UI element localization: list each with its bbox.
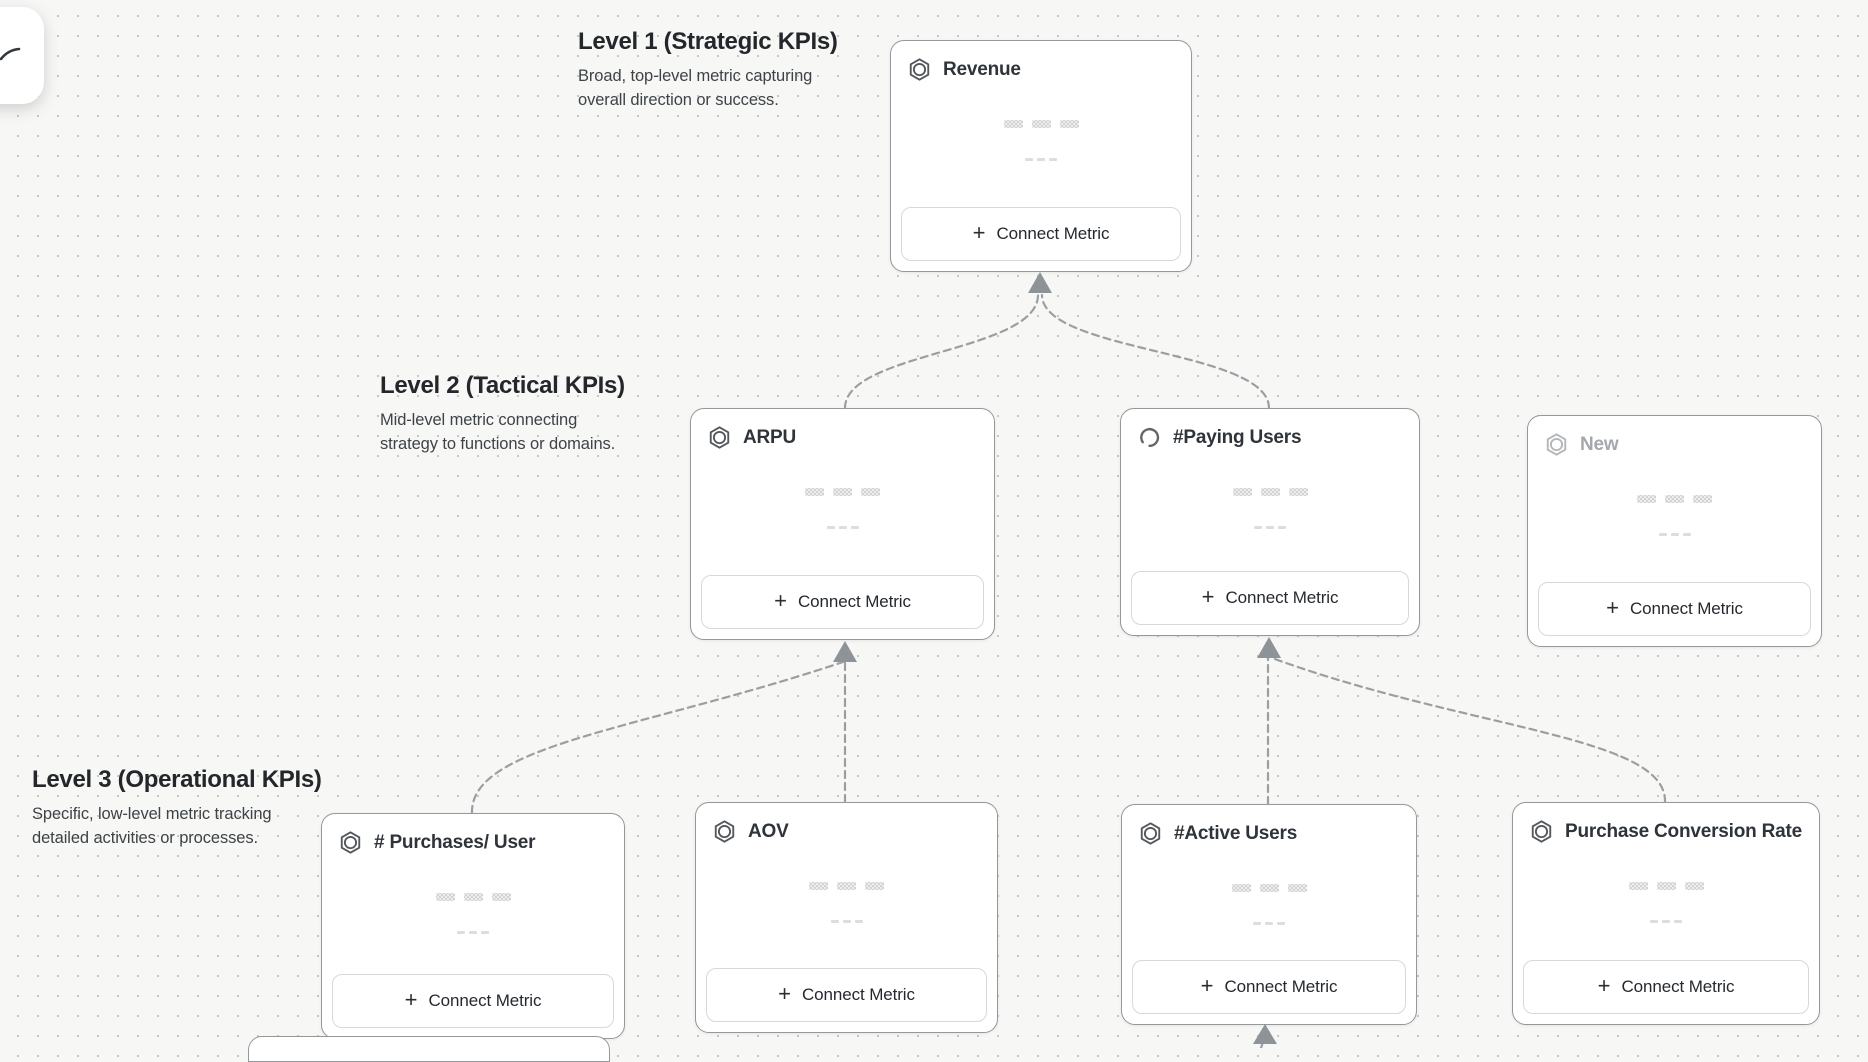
hexagon-badge-icon <box>1529 819 1554 844</box>
connect-metric-button[interactable]: + Connect Metric <box>1523 960 1809 1014</box>
kpi-card-title: #Active Users <box>1174 822 1298 844</box>
plus-icon: + <box>1597 973 1611 998</box>
connect-metric-button[interactable]: + Connect Metric <box>1132 960 1406 1014</box>
floating-toolbar-button[interactable] <box>0 7 44 104</box>
arrow-into-revenue <box>1028 272 1052 293</box>
hexagon-badge-icon <box>1544 432 1569 457</box>
level-title: Level 1 (Strategic KPIs) <box>578 28 838 55</box>
connect-metric-label: Connect Metric <box>428 991 542 1010</box>
level-3-label: Level 3 (Operational KPIs) Specific, low… <box>32 766 322 851</box>
connect-metric-button[interactable]: + Connect Metric <box>901 207 1181 261</box>
hexagon-badge-icon <box>712 819 737 844</box>
level-description: Specific, low-level metric tracking deta… <box>32 805 272 847</box>
connect-metric-label: Connect Metric <box>1629 599 1743 618</box>
hexagon-badge-icon <box>338 830 363 855</box>
metric-placeholder <box>691 488 994 529</box>
connector-pcr-to-paying <box>1270 656 1667 804</box>
kpi-card-title: Purchase Conversion Rate <box>1565 820 1803 842</box>
level-title: Level 2 (Tactical KPIs) <box>380 372 625 399</box>
plus-icon: + <box>1201 584 1215 609</box>
connect-metric-button[interactable]: + Connect Metric <box>332 974 614 1028</box>
level-2-label: Level 2 (Tactical KPIs) Mid-level metric… <box>380 372 625 457</box>
spinner-icon <box>1137 425 1162 450</box>
metric-placeholder <box>1121 488 1419 529</box>
kpi-card-aov[interactable]: AOV + Connect Metric <box>695 802 998 1033</box>
plus-icon: + <box>972 220 986 245</box>
metric-placeholder <box>696 882 997 923</box>
plus-icon: + <box>404 987 418 1012</box>
kpi-card-arpu[interactable]: ARPU + Connect Metric <box>690 408 995 640</box>
level-1-label: Level 1 (Strategic KPIs) Broad, top-leve… <box>578 28 838 113</box>
connect-metric-button[interactable]: + Connect Metric <box>1131 571 1409 625</box>
kpi-card-revenue[interactable]: Revenue + Connect Metric <box>890 40 1192 272</box>
connect-metric-label: Connect Metric <box>1225 588 1339 607</box>
kpi-card-offscreen[interactable] <box>248 1036 610 1062</box>
kpi-card-title: AOV <box>748 820 789 842</box>
level-description: Mid-level metric connecting strategy to … <box>380 411 616 453</box>
kpi-card-purchase-conversion-rate[interactable]: Purchase Conversion Rate + Connect Metri… <box>1512 802 1820 1025</box>
plus-icon: + <box>1200 973 1214 998</box>
arrow-into-active <box>1253 1024 1277 1044</box>
metric-placeholder <box>1513 882 1819 923</box>
kpi-card-paying-users[interactable]: #Paying Users + Connect Metric <box>1120 408 1420 636</box>
level-title: Level 3 (Operational KPIs) <box>32 766 322 793</box>
connector-offscreen-to-active <box>1259 1040 1265 1048</box>
connect-metric-label: Connect Metric <box>1224 977 1338 996</box>
arrow-into-paying <box>1257 637 1281 658</box>
kpi-card-title: Revenue <box>943 58 1021 80</box>
connector-arpu-to-revenue <box>843 293 1040 410</box>
cursor-stroke-icon <box>0 47 21 61</box>
metric-placeholder <box>1122 884 1416 925</box>
plus-icon: + <box>1606 595 1619 620</box>
plus-icon: + <box>778 981 791 1006</box>
connect-metric-label: Connect Metric <box>797 592 911 611</box>
kpi-card-title: #Paying Users <box>1173 426 1302 448</box>
level-description: Broad, top-level metric capturing overal… <box>578 67 813 109</box>
hexagon-badge-icon <box>1138 821 1163 846</box>
connect-metric-button[interactable]: + Connect Metric <box>1538 582 1811 636</box>
kpi-card-active-users[interactable]: #Active Users + Connect Metric <box>1121 804 1417 1025</box>
kpi-card-title: New <box>1580 433 1619 455</box>
connect-metric-button[interactable]: + Connect Metric <box>706 968 987 1022</box>
connect-metric-label: Connect Metric <box>1621 977 1735 996</box>
connect-metric-button[interactable]: + Connect Metric <box>701 575 984 629</box>
connect-metric-label: Connect Metric <box>996 224 1110 243</box>
hexagon-badge-icon <box>907 57 932 82</box>
connector-paying-to-revenue <box>1040 293 1271 410</box>
connector-purchases-to-arpu <box>470 660 845 815</box>
plus-icon: + <box>774 588 787 613</box>
kpi-card-title: # Purchases/ User <box>374 831 536 853</box>
metric-placeholder <box>891 120 1191 161</box>
metric-placeholder <box>322 893 624 934</box>
metric-placeholder <box>1528 495 1821 536</box>
kpi-card-purchases-per-user[interactable]: # Purchases/ User + Connect Metric <box>321 813 625 1039</box>
connect-metric-label: Connect Metric <box>801 985 915 1004</box>
kpi-card-new[interactable]: New + Connect Metric <box>1527 415 1822 647</box>
arrow-into-arpu <box>833 641 857 662</box>
kpi-card-title: ARPU <box>743 426 797 448</box>
hexagon-badge-icon <box>707 425 732 450</box>
